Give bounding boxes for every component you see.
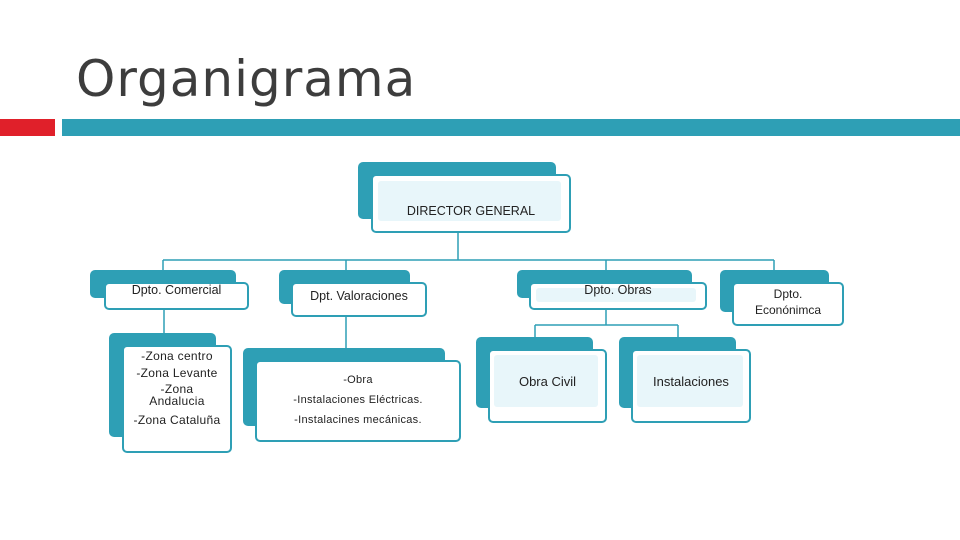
accent-bar-red	[0, 119, 55, 136]
dept-comercial-label: Dpto. Comercial	[131, 283, 222, 298]
dept-economica-label: Dpto. Econónimca	[754, 287, 822, 317]
page-title: Organigrama	[76, 50, 417, 108]
director-label: DIRECTOR GENERAL	[406, 204, 536, 219]
dept-obras-label: Dpto. Obras	[584, 283, 652, 298]
valoracion-item: -Instalacines mecánicas.	[294, 413, 422, 426]
zone-item: -Zona centro	[141, 348, 213, 363]
zone-item: -Zona Cataluña	[133, 412, 221, 427]
valoracion-item: -Obra	[343, 374, 373, 387]
accent-bar-teal	[62, 119, 960, 136]
instalaciones-label: Instalaciones	[653, 374, 729, 390]
obra-civil-label: Obra Civil	[518, 374, 577, 390]
dept-valoraciones-label: Dpt. Valoraciones	[310, 288, 408, 303]
zone-item: -Zona Andalucia	[149, 381, 205, 408]
zone-item: -Zona Levante	[136, 365, 218, 380]
valoracion-item: -Instalaciones Eléctricas.	[293, 394, 423, 407]
